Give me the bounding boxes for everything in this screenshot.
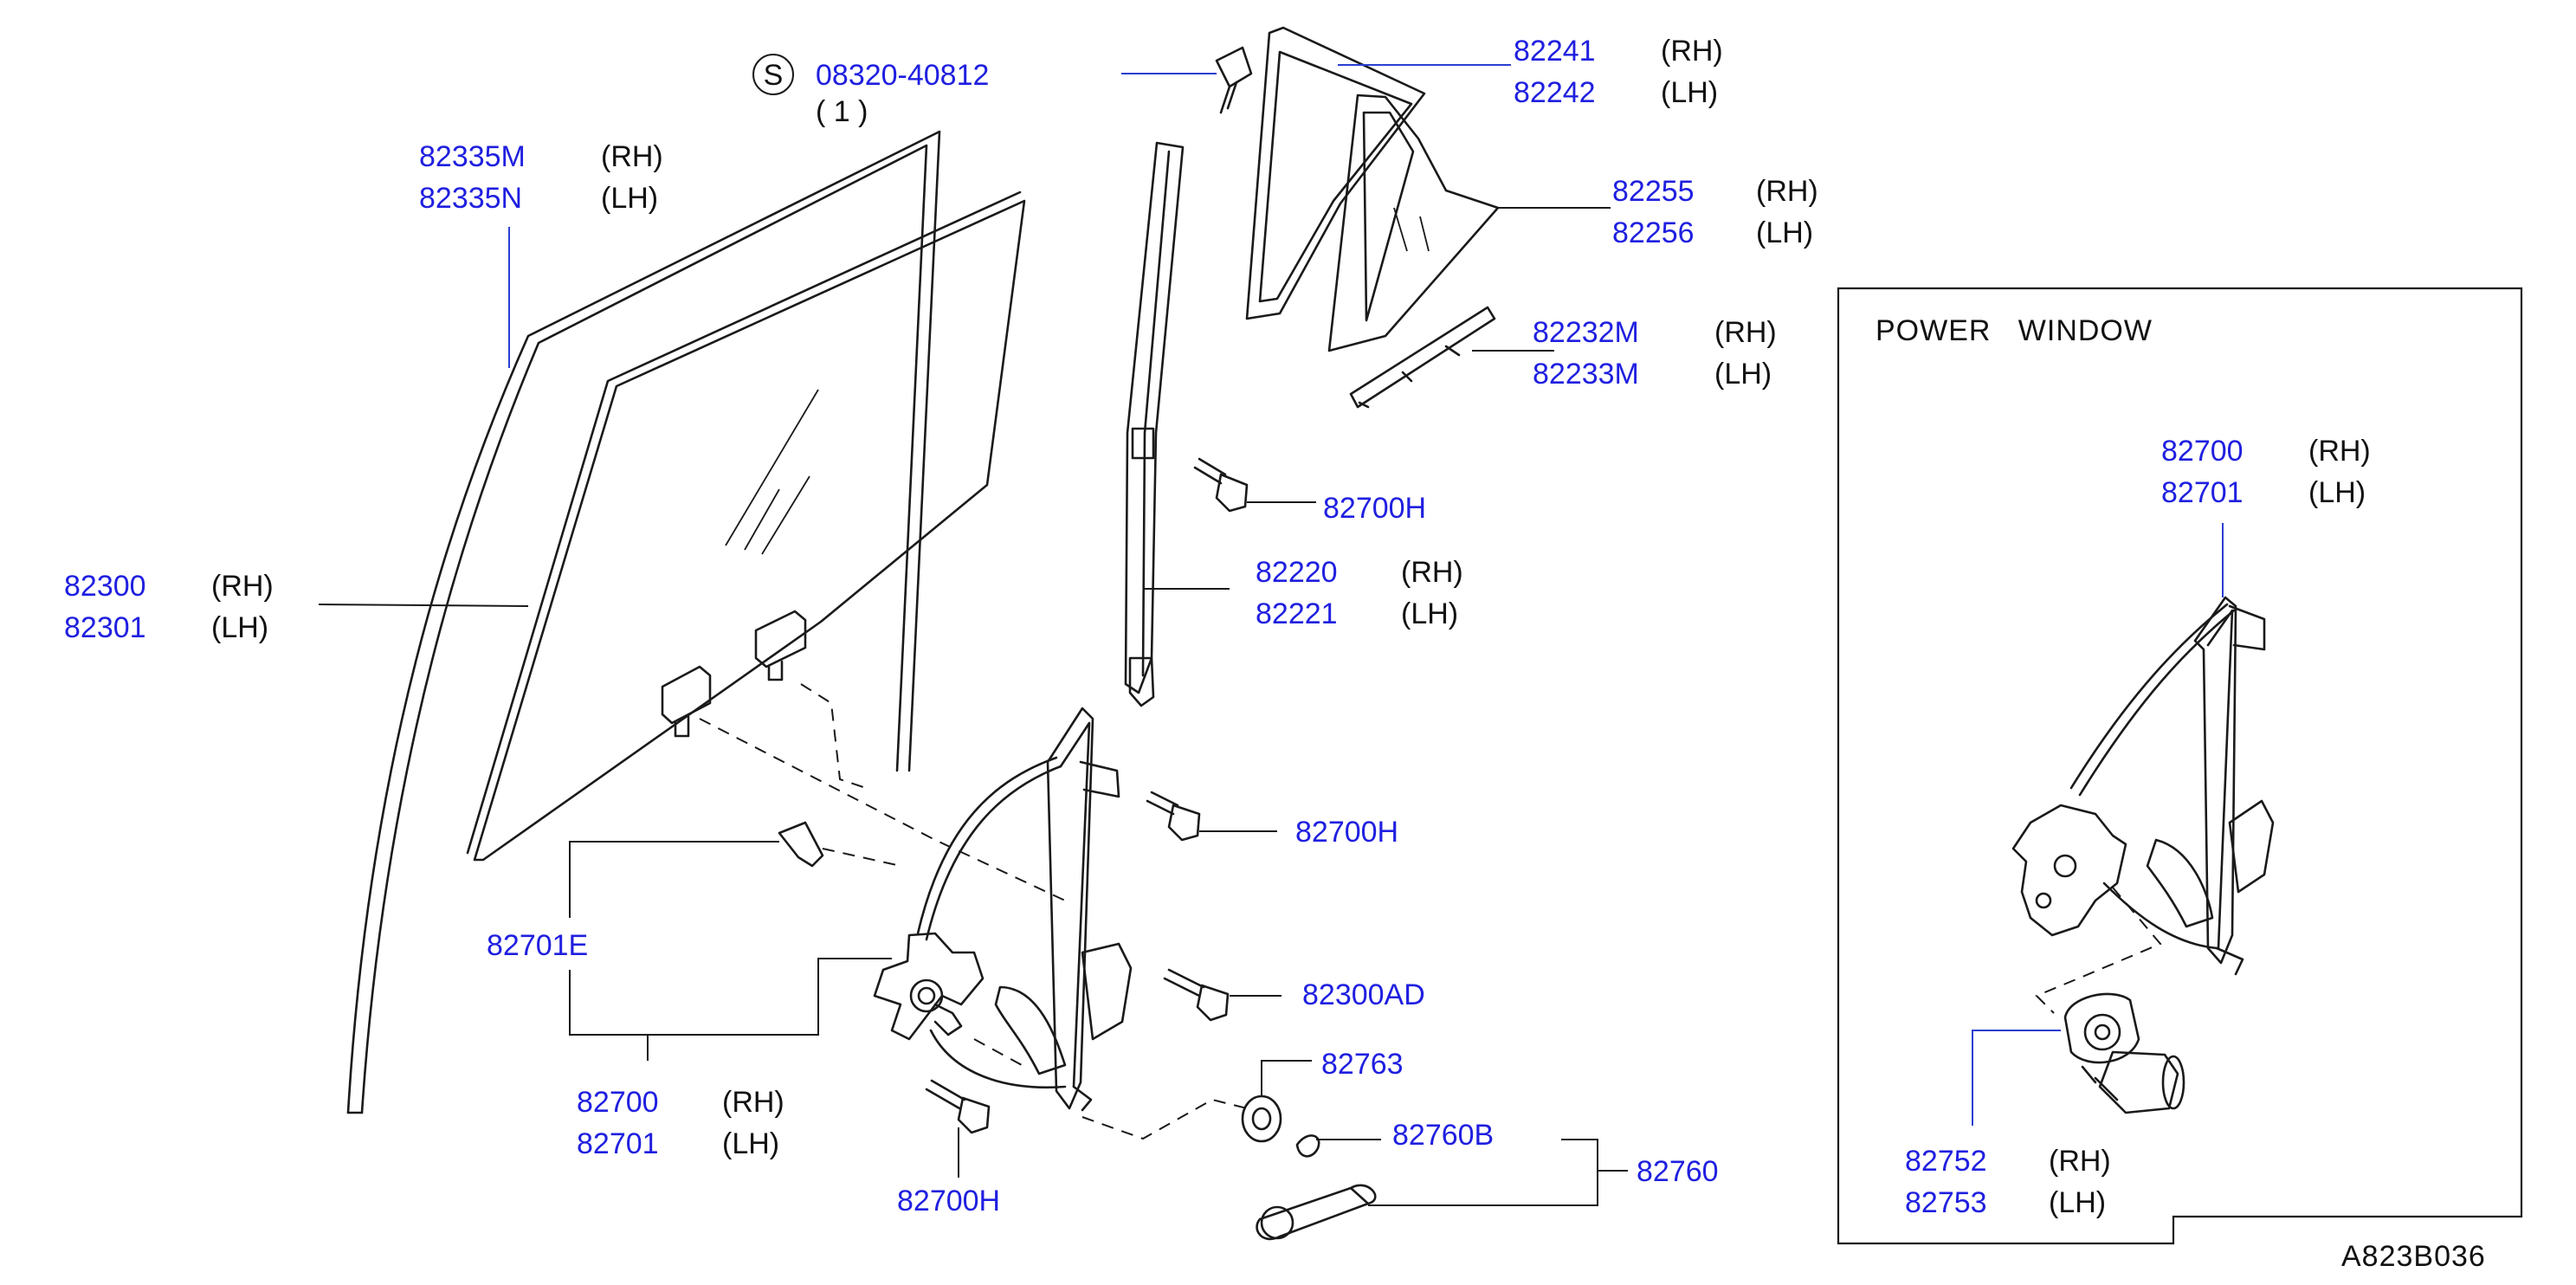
power-window-regulator (2011, 596, 2275, 976)
quarter-glass (1327, 94, 1500, 352)
side-lh-82256: (LH) (1756, 216, 1813, 249)
side-rh-82255: (RH) (1756, 175, 1818, 208)
screw-quantity: ( 1 ) (816, 95, 868, 128)
assembly-line-glass-to-regulator (800, 683, 867, 789)
power-window-inset-frame (1837, 287, 2523, 1245)
part-number-82256: 82256 (1612, 216, 1695, 249)
quarter-glass-lower-moulding (1349, 306, 1496, 409)
screw-symbol-circle (752, 54, 794, 95)
assembly-line-shaft (973, 1038, 1023, 1066)
quarter-glass-frame (1245, 26, 1426, 320)
leader-82760 (1368, 1139, 1628, 1206)
part-number-82233M: 82233M (1533, 358, 1639, 391)
inset-part-number-82700: 82700 (2161, 435, 2244, 468)
side-rh-82241: (RH) (1661, 35, 1723, 68)
inset-part-number-82752: 82752 (1905, 1145, 1987, 1178)
part-number-82335M: 82335M (419, 140, 526, 173)
part-number-82335N: 82335N (419, 182, 522, 215)
part-number-82700H-middle: 82700H (1295, 816, 1398, 849)
window-regulator-assembly (873, 707, 1133, 1112)
handle-clip (1295, 1134, 1320, 1158)
bolt-82700H-upper (1193, 457, 1249, 513)
bolt-82700H-lower (925, 1079, 991, 1134)
part-number-82701: 82701 (577, 1127, 659, 1160)
assembly-line-motor (2035, 887, 2162, 1014)
part-number-82701E: 82701E (487, 929, 588, 962)
side-lh-82242: (LH) (1661, 76, 1718, 109)
screw-symbol: S (764, 59, 784, 92)
part-number-82700: 82700 (577, 1086, 659, 1119)
rear-sash-channel (1124, 141, 1185, 707)
side-rh-82220: (RH) (1401, 556, 1463, 589)
part-number-82300: 82300 (64, 570, 146, 603)
inset-title: POWER WINDOW (1876, 314, 2153, 347)
leader-82763 (1261, 1060, 1312, 1096)
leader-inset-82752 (1972, 1030, 2061, 1126)
assembly-line-bracket (822, 848, 901, 867)
part-number-82763: 82763 (1321, 1048, 1404, 1081)
assembly-line-lower (1081, 1098, 1248, 1140)
side-lh-82701: (LH) (722, 1127, 779, 1160)
side-rh-82300: (RH) (211, 570, 274, 603)
part-number-82241: 82241 (1514, 35, 1596, 68)
part-number-82300AD: 82300AD (1302, 978, 1425, 1011)
leader-82701E (569, 841, 892, 1061)
screw-08320-40812 (1215, 46, 1253, 114)
side-rh-82700: (RH) (722, 1086, 784, 1119)
inset-side-lh-82753: (LH) (2049, 1186, 2106, 1219)
part-number-82232M: 82232M (1533, 316, 1639, 349)
side-rh-82232M: (RH) (1714, 316, 1777, 349)
power-window-motor (2063, 992, 2185, 1114)
part-number-82700H-lower: 82700H (897, 1185, 1000, 1217)
part-number-82255: 82255 (1612, 175, 1695, 208)
door-glass-run-channel (346, 130, 941, 1114)
side-lh-82221: (LH) (1401, 597, 1458, 630)
side-lh-82233M: (LH) (1714, 358, 1772, 391)
part-number-82700H-upper: 82700H (1323, 492, 1426, 525)
regulator-handle (1256, 1184, 1377, 1241)
drawing-id: A823B036 (2341, 1240, 2486, 1273)
part-number-82301: 82301 (64, 611, 146, 644)
glass-mounting-brackets (661, 610, 807, 738)
part-number-82220: 82220 (1256, 556, 1338, 589)
part-number-82242: 82242 (1514, 76, 1596, 109)
side-rh-82335M: (RH) (601, 140, 663, 173)
part-number-82760B: 82760B (1392, 1119, 1494, 1152)
inset-part-number-82701: 82701 (2161, 476, 2244, 509)
leader-82300 (318, 604, 529, 607)
inset-side-rh-82700: (RH) (2308, 435, 2371, 468)
side-lh-82301: (LH) (211, 611, 268, 644)
inset-side-lh-82701: (LH) (2308, 476, 2366, 509)
regulator-lower-bracket (778, 821, 824, 868)
assembly-line-glass-to-lift (699, 718, 1066, 901)
part-number-08320-40812: 08320-40812 (816, 59, 989, 92)
door-glass (466, 190, 1026, 862)
side-lh-82335N: (LH) (601, 182, 658, 215)
bolt-82300AD (1163, 968, 1230, 1022)
inset-side-rh-82752: (RH) (2049, 1145, 2111, 1178)
bolt-82700H-middle (1146, 791, 1201, 842)
regulator-handle-washer (1241, 1095, 1282, 1143)
part-number-82221: 82221 (1256, 597, 1338, 630)
part-number-82760: 82760 (1637, 1155, 1719, 1188)
inset-part-number-82753: 82753 (1905, 1186, 1987, 1219)
